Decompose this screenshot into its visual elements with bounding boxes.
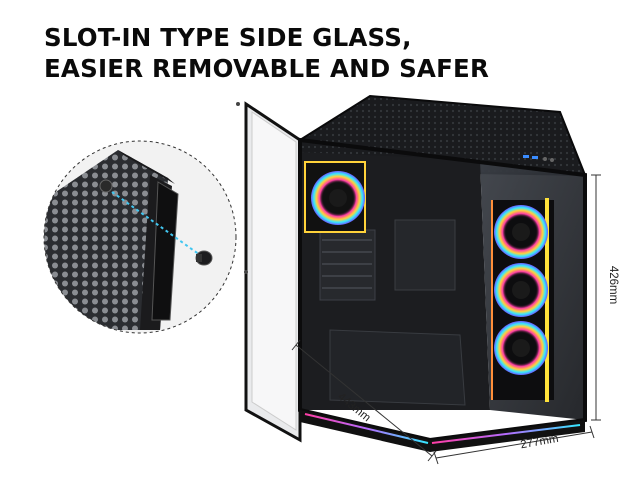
front-fan-top — [494, 205, 548, 259]
dimension-lines — [291, 174, 601, 465]
front-fan-bottom — [494, 321, 548, 375]
front-rgb-fans — [491, 198, 554, 402]
front-fan-middle — [494, 263, 548, 317]
thumb-screw-icon — [195, 250, 213, 266]
front-io-panel — [523, 155, 554, 162]
headline-line-2: EASIER REMOVABLE AND SAFER — [44, 54, 490, 83]
pc-case — [298, 94, 587, 452]
headline: SLOT-IN TYPE SIDE GLASS, EASIER REMOVABL… — [44, 22, 489, 84]
glass-slot-detail-inset — [43, 140, 237, 334]
side-glass-panel — [236, 101, 302, 443]
height-dimension-label: 426mm — [607, 266, 619, 304]
headline-line-1: SLOT-IN TYPE SIDE GLASS, — [44, 23, 412, 52]
rear-rgb-fan — [304, 161, 366, 233]
